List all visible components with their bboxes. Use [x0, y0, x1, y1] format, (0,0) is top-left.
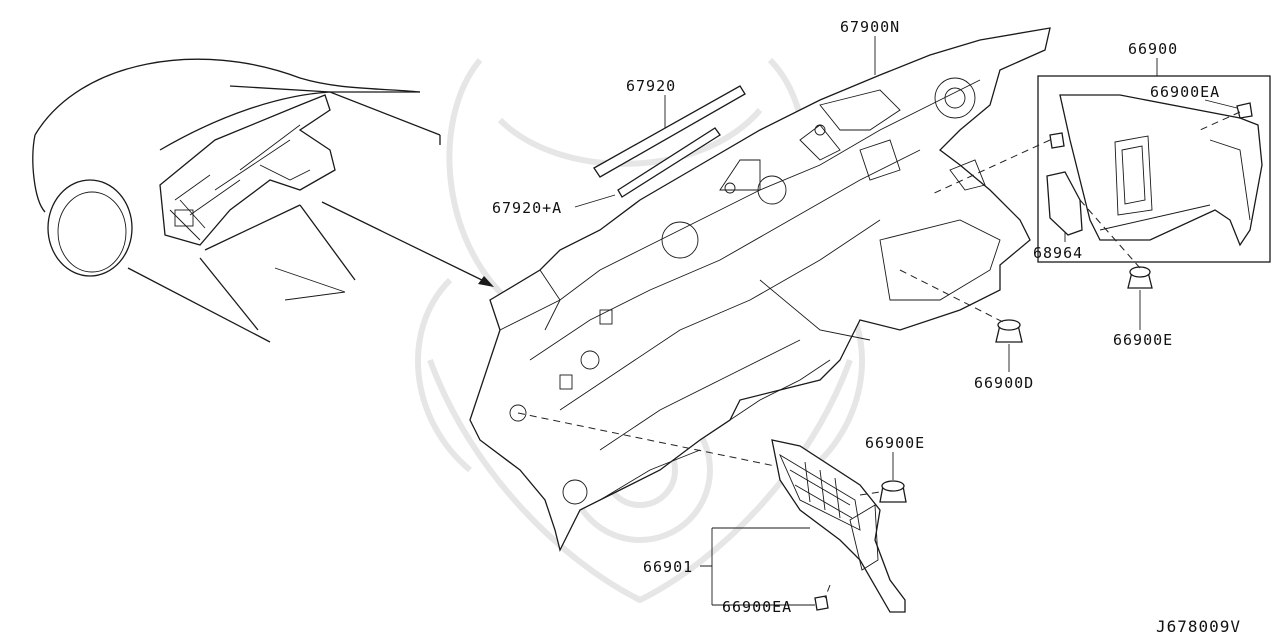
label-66900EA-bottom: 66900EA: [722, 598, 792, 616]
label-67920: 67920: [626, 77, 676, 95]
inset-box-66900: [1037, 75, 1271, 263]
label-67900N: 67900N: [840, 18, 900, 36]
label-66900E-bottom: 66900E: [865, 434, 925, 452]
label-66900E-right: 66900E: [1113, 331, 1173, 349]
part-labels: 67900N 67920 67920+A 66900 66900EA 68964…: [492, 18, 1241, 636]
label-68964: 68964: [1033, 244, 1083, 262]
dash-insulator-panel: [469, 27, 1051, 552]
lower-panel-66901: [771, 439, 907, 613]
label-66900D: 66900D: [974, 374, 1034, 392]
assembly-dashed-lines: [517, 111, 1241, 599]
diagram-id: J678009V: [1156, 617, 1241, 636]
label-66900EA-top: 66900EA: [1150, 83, 1220, 101]
callout-arrow: [321, 201, 494, 287]
label-66900: 66900: [1128, 40, 1178, 58]
clip-66900D: [995, 319, 1023, 343]
clip-66900E-right: [1127, 266, 1153, 289]
leader-lines: [574, 36, 1238, 606]
seal-strip-67920: [593, 85, 746, 198]
label-67920A: 67920+A: [492, 199, 562, 217]
label-66901: 66901: [643, 558, 693, 576]
car-overview-sketch: [32, 58, 441, 343]
